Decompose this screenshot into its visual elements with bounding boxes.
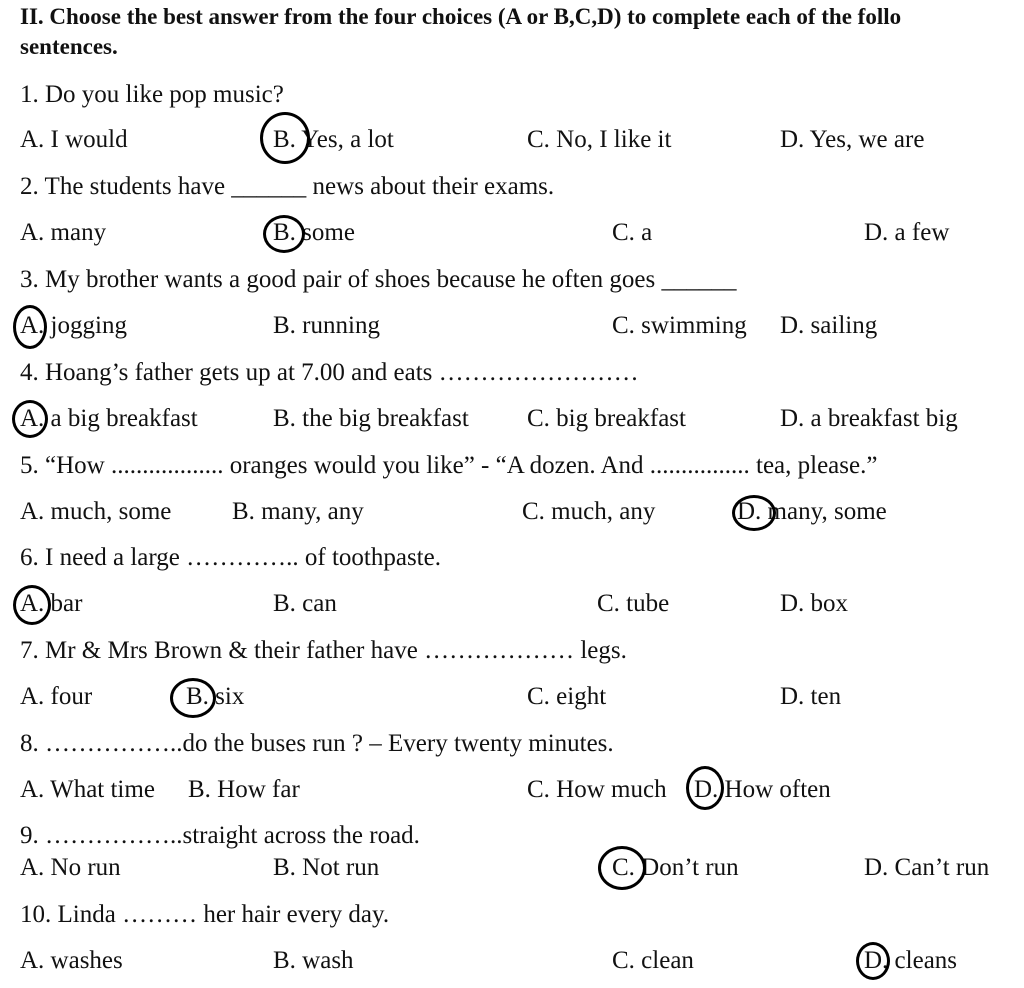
q1-option-c[interactable]: C. No, I like it (527, 126, 672, 153)
q6-option-b[interactable]: B. can (273, 590, 337, 617)
q7-option-c[interactable]: C. eight (527, 683, 607, 710)
section-heading: II. Choose the best answer from the four… (20, 2, 1024, 62)
heading-line-1: II. Choose the best answer from the four… (20, 4, 902, 29)
question-1: 1. Do you like pop music? (20, 81, 284, 108)
q7-option-d[interactable]: D. ten (780, 683, 842, 710)
q3-option-d[interactable]: D. sailing (780, 312, 878, 339)
q5-option-c[interactable]: C. much, any (522, 498, 656, 525)
question-2: 2. The students have ______ news about t… (20, 173, 555, 200)
q7-option-a[interactable]: A. four (20, 683, 93, 710)
q9-option-a[interactable]: A. No run (20, 854, 121, 881)
q10-option-c[interactable]: C. clean (612, 947, 694, 974)
question-7: 7. Mr & Mrs Brown & their father have ……… (20, 637, 627, 664)
q4-option-a[interactable]: A. a big breakfast (20, 405, 198, 432)
q4-option-d[interactable]: D. a breakfast big (780, 405, 958, 432)
q6-option-d[interactable]: D. box (780, 590, 849, 617)
q5-option-b[interactable]: B. many, any (232, 498, 364, 525)
q7-option-b[interactable]: B. six (186, 683, 245, 710)
q8-option-c[interactable]: C. How much (527, 776, 667, 803)
q3-option-a[interactable]: A. jogging (20, 312, 127, 339)
q10-option-a[interactable]: A. washes (20, 947, 123, 974)
q1-option-b[interactable]: B. Yes, a lot (273, 126, 394, 153)
question-6: 6. I need a large ………….. of toothpaste. (20, 544, 441, 571)
q8-option-b[interactable]: B. How far (188, 776, 300, 803)
q3-option-c[interactable]: C. swimming (612, 312, 747, 339)
q2-option-d[interactable]: D. a few (864, 219, 950, 246)
q6-option-c[interactable]: C. tube (597, 590, 670, 617)
q6-option-a[interactable]: A. bar (20, 590, 83, 617)
q10-option-b[interactable]: B. wash (273, 947, 354, 974)
question-10: 10. Linda ……… her hair every day. (20, 901, 390, 928)
q9-option-d[interactable]: D. Can’t run (864, 854, 990, 881)
q10-option-d[interactable]: D. cleans (864, 947, 958, 974)
q5-option-a[interactable]: A. much, some (20, 498, 172, 525)
q5-option-d[interactable]: D. many, some (737, 498, 887, 525)
q2-option-c[interactable]: C. a (612, 219, 653, 246)
q2-option-b[interactable]: B. some (273, 219, 355, 246)
q1-option-a[interactable]: A. I would (20, 126, 128, 153)
q1-option-d[interactable]: D. Yes, we are (780, 126, 925, 153)
question-8: 8. ……………..do the buses run ? – Every twe… (20, 730, 614, 757)
q9-option-b[interactable]: B. Not run (273, 854, 380, 881)
heading-line-2: sentences. (20, 34, 118, 59)
q3-option-b[interactable]: B. running (273, 312, 380, 339)
q8-option-d[interactable]: D. How often (694, 776, 831, 803)
q4-option-c[interactable]: C. big breakfast (527, 405, 686, 432)
q8-option-a[interactable]: A. What time (20, 776, 155, 803)
q2-option-a[interactable]: A. many (20, 219, 107, 246)
question-9: 9. ……………..straight across the road. (20, 822, 420, 849)
question-4: 4. Hoang’s father gets up at 7.00 and ea… (20, 359, 639, 386)
q9-option-c[interactable]: C. Don’t run (612, 854, 739, 881)
question-3: 3. My brother wants a good pair of shoes… (20, 266, 737, 293)
question-5: 5. “How .................. oranges would… (20, 452, 878, 479)
q4-option-b[interactable]: B. the big breakfast (273, 405, 469, 432)
